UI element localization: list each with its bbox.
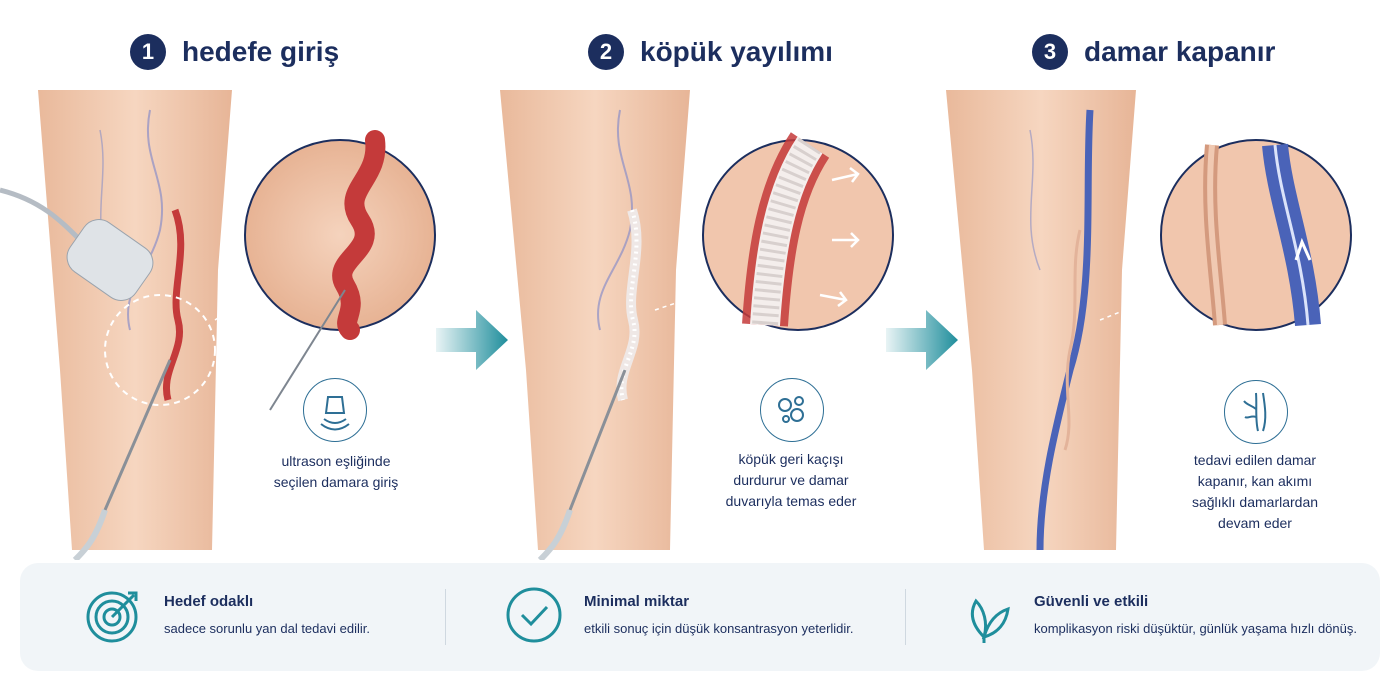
feature-1-title: Hedef odaklı <box>164 593 254 610</box>
step-1-caption-line-1: ultrason eşliğinde <box>281 453 391 469</box>
feature-1: Hedef odaklı sadece sorunlu yan dal teda… <box>20 563 450 671</box>
step-1-leg-illustration <box>0 90 436 560</box>
feature-2: Minimal miktar etkili sonuç için düşük k… <box>440 563 870 671</box>
step-2-caption-line-2: durdurur ve damar <box>733 472 849 488</box>
step-1-caption-line-2: seçilen damara giriş <box>273 474 399 490</box>
step-2-illustration <box>480 70 950 560</box>
feature-2-description: etkili sonuç için düşük konsantrasyon ye… <box>584 621 854 636</box>
step-3-illustration <box>930 70 1400 560</box>
vein-branch-icon <box>1224 380 1288 444</box>
feature-3: Güvenli ve etkili komplikasyon riski düş… <box>890 563 1357 671</box>
step-1-caption: ultrason eşliğinde seçilen damara giriş <box>236 451 436 493</box>
varicose-vein <box>163 208 185 401</box>
step-2-title: köpük yayılımı <box>640 36 833 67</box>
feature-1-description: sadece sorunlu yan dal tedavi edilir. <box>164 621 370 636</box>
step-2-caption: köpük geri kaçışı durdurur ve damar duva… <box>691 449 891 512</box>
feature-divider-1 <box>445 589 446 645</box>
step-3-leg-illustration <box>946 90 1352 551</box>
zoom-circle-3 <box>1160 139 1352 331</box>
leg-shape <box>38 90 232 550</box>
step-2-caption-line-3: duvarıyla temas eder <box>725 493 857 509</box>
ultrasound-probe-icon <box>303 378 367 442</box>
step-3-caption-line-2: kapanır, kan akımı <box>1197 473 1313 489</box>
step-2-leg-illustration <box>500 90 894 560</box>
step-1-header: 1 hedefe giriş <box>130 34 339 70</box>
target-icon <box>86 591 138 643</box>
step-3-caption-line-3: sağlıklı damarlardan <box>1191 494 1319 510</box>
step-1-number: 1 <box>130 34 166 70</box>
feature-3-description: komplikasyon riski düşüktür, günlük yaşa… <box>1034 621 1357 636</box>
needle <box>103 359 172 511</box>
step-1-title: hedefe giriş <box>182 36 340 67</box>
step-2-header: 2 köpük yayılımı <box>588 34 833 70</box>
feature-2-title: Minimal miktar <box>584 593 690 610</box>
foam-bubbles-icon <box>760 378 824 442</box>
step-1-illustration <box>0 70 470 560</box>
check-circle-icon <box>506 587 562 643</box>
leaf-icon <box>970 598 1010 643</box>
flow-arrow-1 <box>436 310 508 370</box>
step-2-caption-line-1: köpük geri kaçışı <box>738 451 844 467</box>
healthy-vein <box>1036 109 1094 551</box>
step-2-number: 2 <box>588 34 624 70</box>
step-3-number: 3 <box>1032 34 1068 70</box>
step-3-caption-line-4: devam eder <box>1218 515 1292 531</box>
step-3-caption: tedavi edilen damar kapanır, kan akımı s… <box>1155 450 1355 534</box>
flow-arrow-2 <box>886 310 958 370</box>
feature-3-title: Güvenli ve etkili <box>1034 593 1149 610</box>
step-3-caption-line-1: tedavi edilen damar <box>1193 452 1317 468</box>
step-3-header: 3 damar kapanır <box>1032 34 1275 70</box>
ultrasound-probe <box>66 219 154 301</box>
closed-vein <box>1063 229 1082 451</box>
step-3-title: damar kapanır <box>1084 36 1276 67</box>
features-bar: Hedef odaklı sadece sorunlu yan dal teda… <box>20 563 1380 671</box>
feature-divider-2 <box>905 589 906 645</box>
zoom-circle-1 <box>244 139 436 331</box>
